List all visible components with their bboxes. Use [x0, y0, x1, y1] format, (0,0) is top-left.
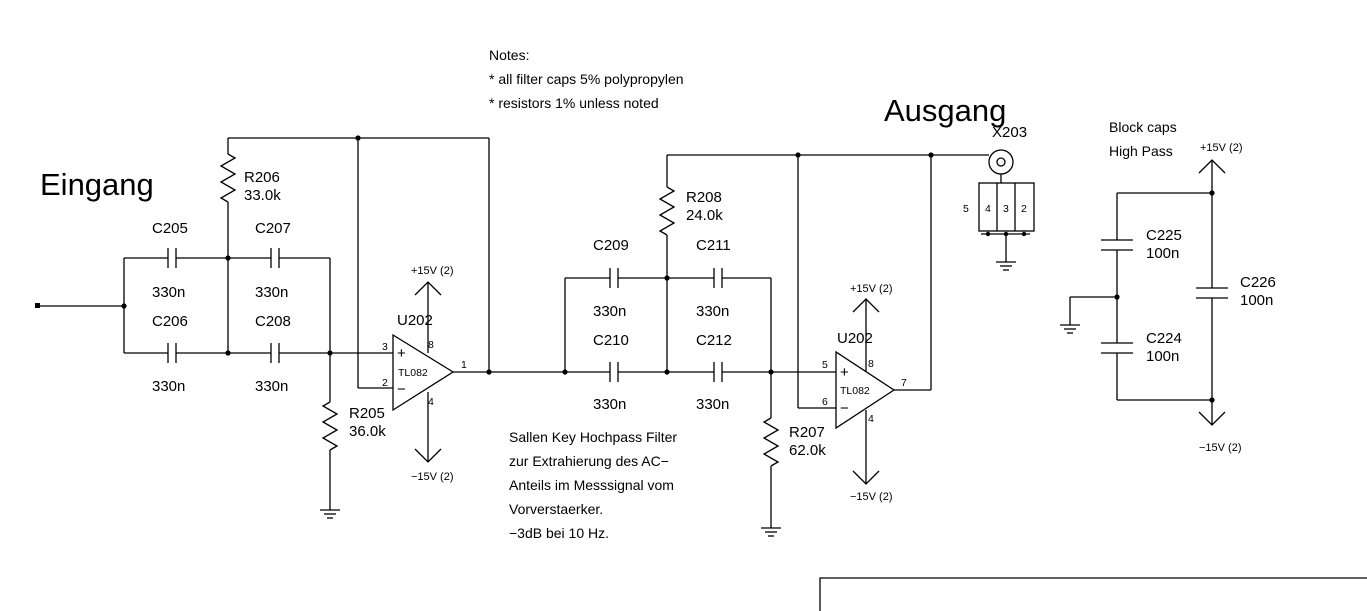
c206-ref: C206 — [152, 313, 188, 330]
description-line: zur Extrahierung des AC− — [509, 453, 669, 469]
r205-value: 36.0k — [349, 423, 386, 440]
capacitor-c210[interactable]: C210 330n — [593, 332, 629, 413]
opamp-u202b[interactable]: U202 TL082 + − 5 6 7 8 4 +15V (2) −15V (… — [822, 283, 907, 503]
u202a-pin-3: 3 — [382, 341, 388, 353]
x203-ref: X203 — [992, 124, 1027, 141]
u202a-minus-sign: − — [397, 381, 406, 398]
u202b-pin-4: 4 — [868, 413, 874, 425]
u202b-ref: U202 — [837, 330, 873, 347]
notes-block: Notes: * all filter caps 5% polypropylen… — [489, 47, 684, 111]
capacitor-c208[interactable]: C208 330n — [255, 313, 291, 395]
c209-ref: C209 — [593, 237, 629, 254]
capacitor-c224[interactable]: C224 100n — [1101, 330, 1182, 365]
opamp-u202a[interactable]: U202 TL082 + − 3 2 1 8 4 +15V (2) −15V (… — [382, 265, 467, 483]
c226-value: 100n — [1240, 292, 1273, 309]
capacitor-c209[interactable]: C209 330n — [593, 237, 629, 320]
u202b-plus-sign: + — [840, 364, 849, 381]
input-terminal[interactable] — [35, 303, 40, 308]
u202a-vee-label: −15V (2) — [411, 471, 454, 483]
u202b-pin-5: 5 — [822, 359, 828, 371]
connector-x203[interactable]: X203 5 4 3 2 — [963, 124, 1035, 271]
description-line: −3dB bei 10 Hz. — [509, 525, 609, 541]
x203-pin-5: 5 — [963, 203, 969, 215]
r208-ref: R208 — [686, 189, 722, 206]
resistor-r207[interactable]: R207 62.0k — [789, 424, 826, 459]
capacitor-c206[interactable]: C206 330n — [152, 313, 188, 395]
c211-value: 330n — [696, 303, 729, 320]
r206-ref: R206 — [244, 169, 280, 186]
u202a-pin-8: 8 — [428, 339, 434, 351]
r207-ref: R207 — [789, 424, 825, 441]
c224-value: 100n — [1146, 348, 1179, 365]
notes-line-1: * all filter caps 5% polypropylen — [489, 71, 684, 87]
capacitor-c212[interactable]: C212 330n — [696, 332, 732, 413]
junction-dots — [121, 135, 1215, 403]
notes-header: Notes: — [489, 47, 529, 63]
c208-ref: C208 — [255, 313, 291, 330]
c212-value: 330n — [696, 396, 729, 413]
x203-pin-3: 3 — [1003, 203, 1009, 215]
u202a-ref: U202 — [397, 312, 433, 329]
c212-ref: C212 — [696, 332, 732, 349]
resistor-r206[interactable]: R206 33.0k — [244, 169, 281, 204]
c206-value: 330n — [152, 378, 185, 395]
u202b-minus-sign: − — [840, 400, 849, 417]
description-block: Sallen Key Hochpass Filter zur Extrahier… — [509, 429, 677, 541]
r208-value: 24.0k — [686, 207, 723, 224]
r206-value: 33.0k — [244, 187, 281, 204]
capacitor-c226[interactable]: C226 100n — [1196, 274, 1276, 309]
u202b-pin-6: 6 — [822, 396, 828, 408]
c209-value: 330n — [593, 303, 626, 320]
u202b-vee-label: −15V (2) — [850, 491, 893, 503]
c207-ref: C207 — [255, 220, 291, 237]
c205-value: 330n — [152, 284, 185, 301]
description-line: Vorverstaerker. — [509, 501, 603, 517]
u202a-pin-2: 2 — [382, 377, 388, 389]
block-vee-label: −15V (2) — [1199, 442, 1242, 454]
x203-pin-4: 4 — [985, 203, 991, 215]
u202b-pin-7: 7 — [901, 377, 907, 389]
x203-pin-2: 2 — [1021, 203, 1027, 215]
u202b-vcc-label: +15V (2) — [850, 283, 893, 295]
output-title: Ausgang — [884, 93, 1006, 128]
c225-ref: C225 — [1146, 227, 1182, 244]
u202a-plus-sign: + — [397, 345, 406, 362]
c207-value: 330n — [255, 284, 288, 301]
u202b-pin-8: 8 — [868, 358, 874, 370]
capacitor-c211[interactable]: C211 330n — [696, 237, 731, 320]
block-caps-caption: Block caps High Pass — [1109, 119, 1177, 159]
capacitor-c205[interactable]: C205 330n — [152, 220, 188, 301]
resistor-r208[interactable]: R208 24.0k — [686, 189, 723, 224]
notes-line-2: * resistors 1% unless noted — [489, 95, 659, 111]
c210-value: 330n — [593, 396, 626, 413]
c211-ref: C211 — [696, 237, 731, 254]
c205-ref: C205 — [152, 220, 188, 237]
u202b-part: TL082 — [840, 385, 870, 397]
block-caps-line-2: High Pass — [1109, 143, 1173, 159]
r207-value: 62.0k — [789, 442, 826, 459]
title-block-frame — [819, 577, 1367, 611]
c210-ref: C210 — [593, 332, 629, 349]
block-vcc-label: +15V (2) — [1200, 142, 1243, 154]
capacitor-c207[interactable]: C207 330n — [255, 220, 291, 301]
r205-ref: R205 — [349, 405, 385, 422]
u202a-pin-1: 1 — [461, 359, 467, 371]
block-caps: +15V (2) −15V (2) — [1060, 142, 1243, 454]
c226-ref: C226 — [1240, 274, 1276, 291]
c208-value: 330n — [255, 378, 288, 395]
block-caps-line-1: Block caps — [1109, 119, 1177, 135]
u202a-pin-4: 4 — [428, 396, 434, 408]
u202a-vcc-label: +15V (2) — [411, 265, 454, 277]
capacitor-c225[interactable]: C225 100n — [1101, 227, 1182, 262]
description-line: Anteils im Messsignal vom — [509, 477, 674, 493]
description-line: Sallen Key Hochpass Filter — [509, 429, 677, 445]
input-title: Eingang — [40, 167, 154, 202]
u202a-part: TL082 — [398, 367, 428, 379]
resistor-r205[interactable]: R205 36.0k — [349, 405, 386, 440]
c225-value: 100n — [1146, 245, 1179, 262]
c224-ref: C224 — [1146, 330, 1182, 347]
